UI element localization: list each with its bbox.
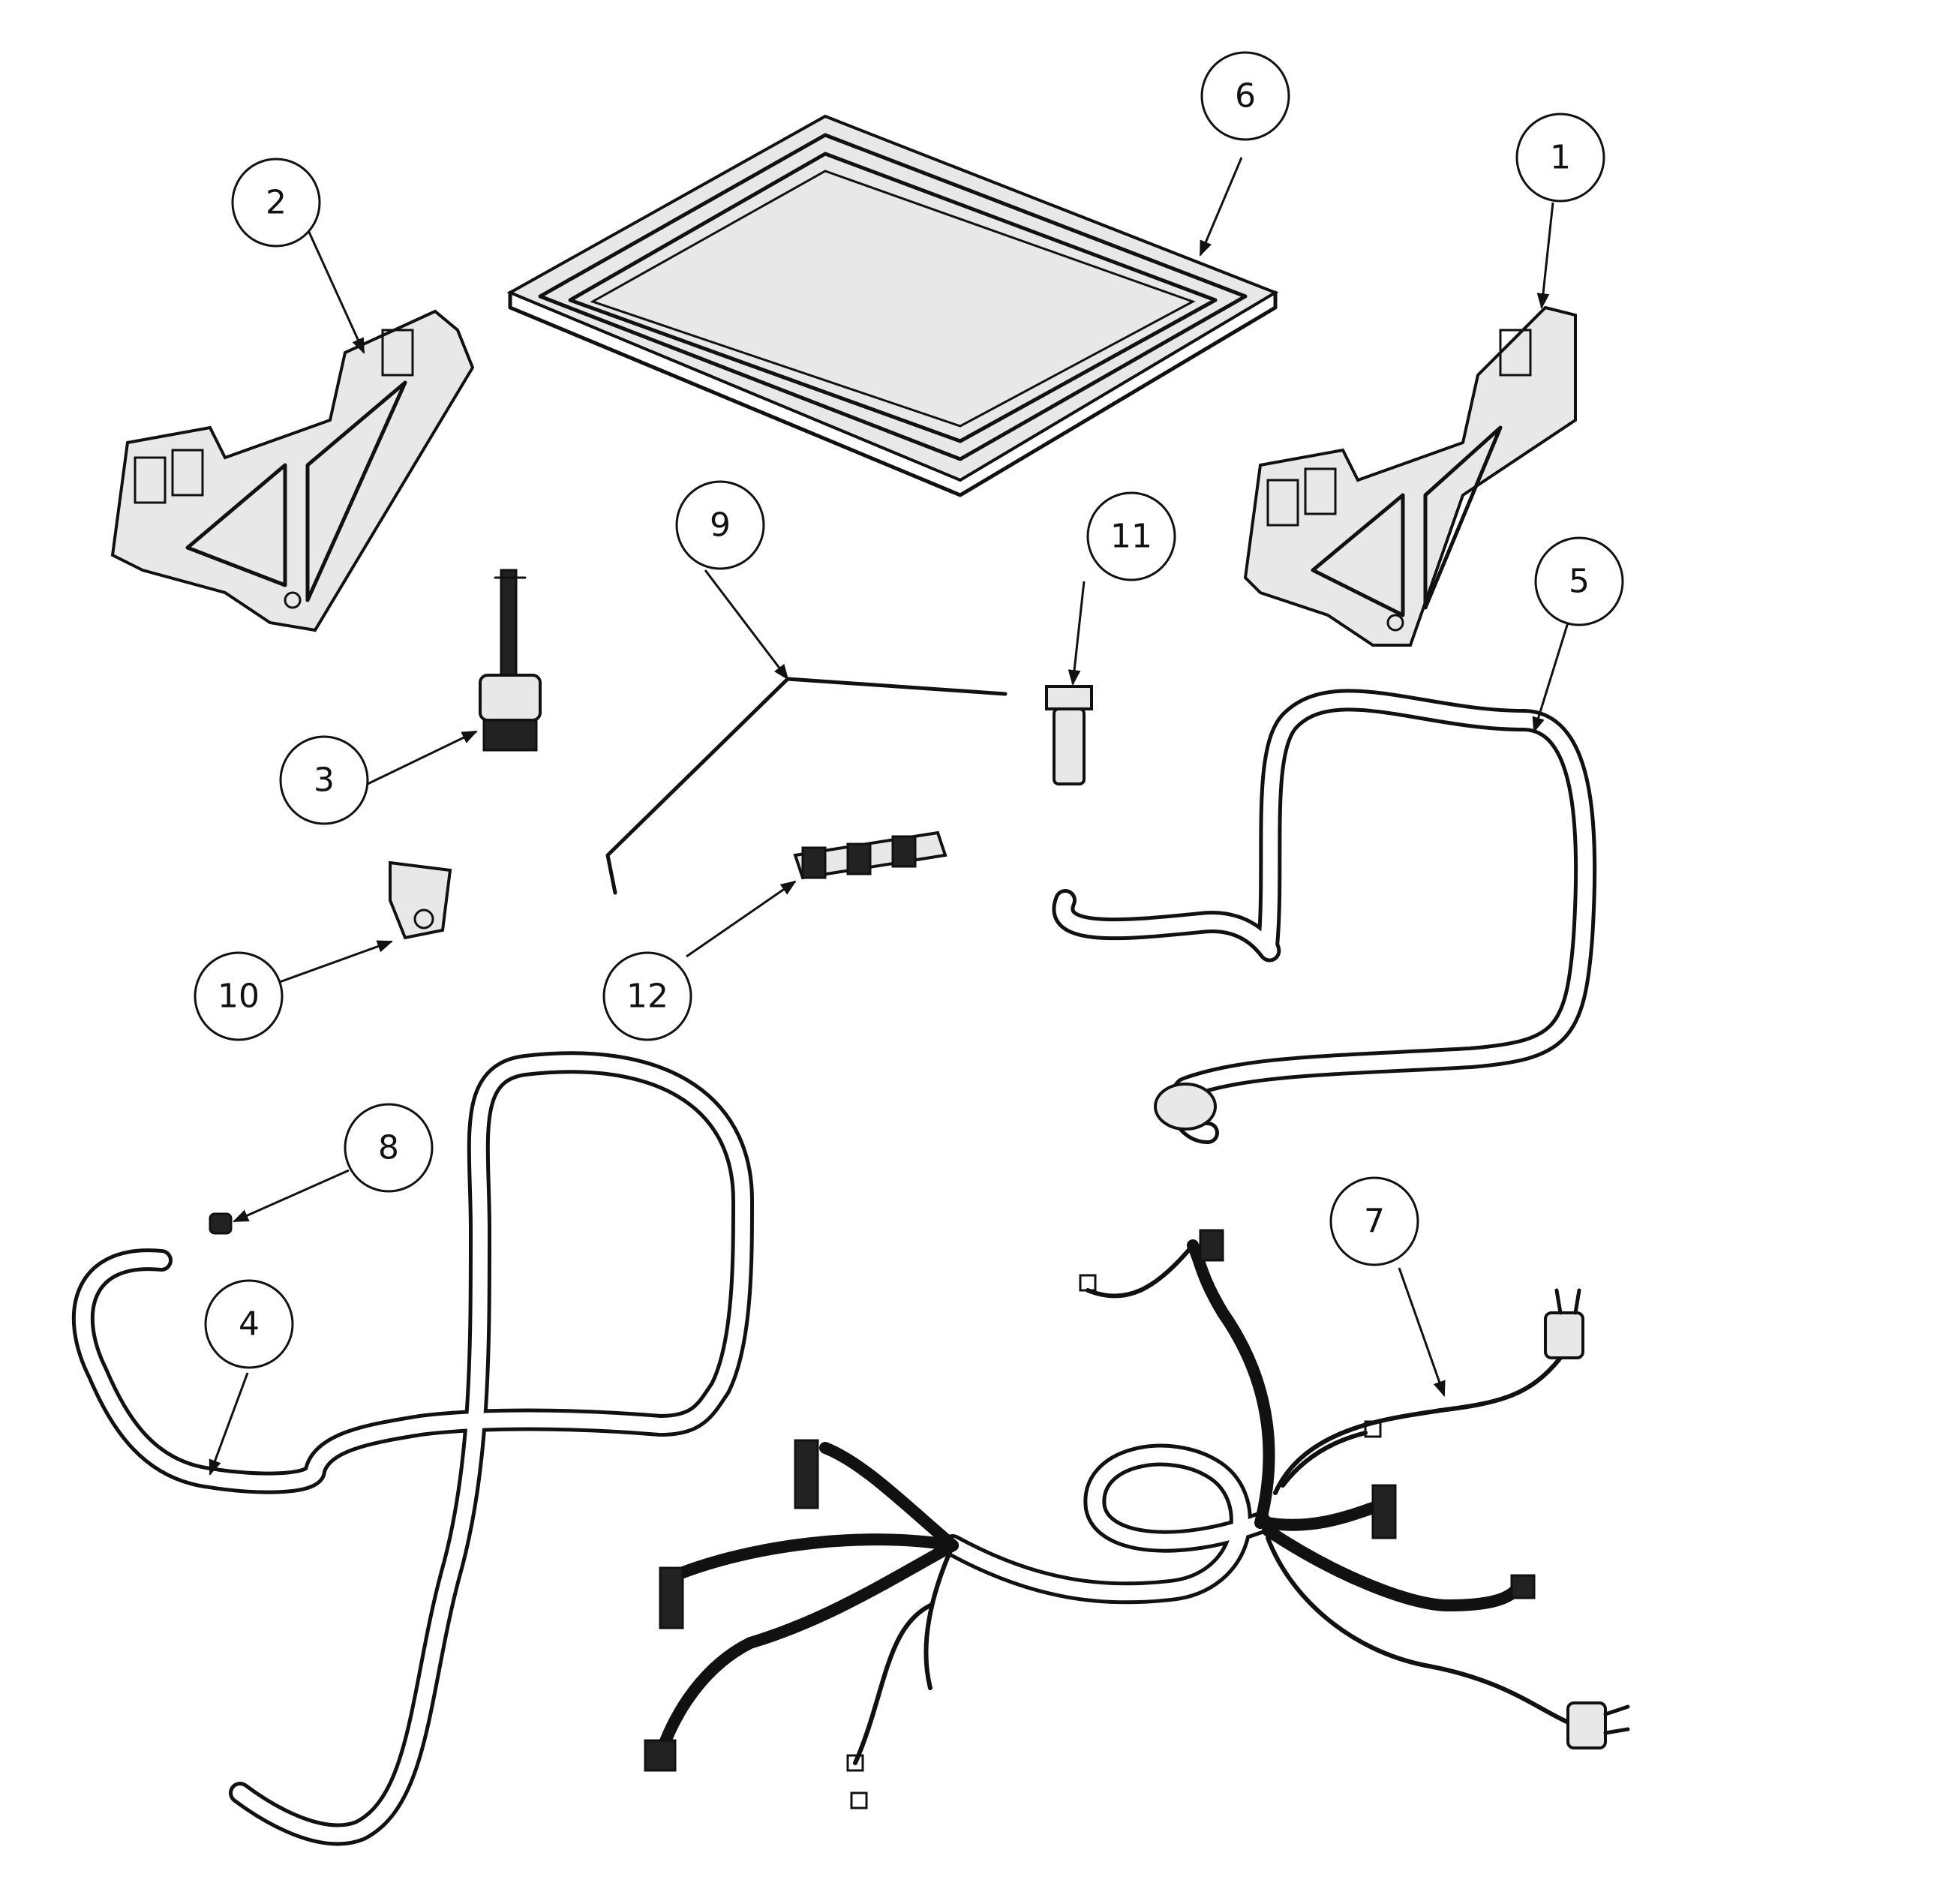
plug-icon xyxy=(1566,1701,1630,1749)
leader-1 xyxy=(1536,202,1554,310)
leader-7 xyxy=(1398,1267,1446,1397)
callout-10: 10 xyxy=(194,951,284,1041)
callout-9: 9 xyxy=(675,480,765,570)
callout-12-label: 12 xyxy=(626,978,668,1016)
leader-3 xyxy=(367,730,478,785)
part-6-top-frame xyxy=(506,114,1279,497)
leader-11 xyxy=(1068,581,1086,686)
callout-3-label: 3 xyxy=(314,761,335,800)
part-11-pin xyxy=(1045,685,1093,785)
part-3-pressure-switch xyxy=(479,569,542,752)
callout-7-label: 7 xyxy=(1364,1203,1385,1241)
callout-7: 7 xyxy=(1329,1176,1419,1266)
leader-4 xyxy=(209,1372,249,1476)
callouts: 1 2 3 4 5 6 7 8 xyxy=(194,51,1624,1369)
callout-2-label: 2 xyxy=(266,184,287,222)
part-9-rod xyxy=(605,677,1008,895)
part-8-nut xyxy=(209,1212,233,1235)
callout-3: 3 xyxy=(279,735,369,825)
part-1-right-bracket xyxy=(1243,305,1577,647)
callout-5: 5 xyxy=(1534,536,1624,626)
part-7-wire-harness xyxy=(644,1229,1630,1809)
leader-10 xyxy=(277,940,393,984)
callout-6-label: 6 xyxy=(1235,77,1256,116)
leader-6 xyxy=(1199,157,1243,257)
callout-8-label: 8 xyxy=(378,1129,399,1167)
leader-5 xyxy=(1532,622,1569,734)
callout-9-label: 9 xyxy=(710,506,731,545)
leader-9 xyxy=(704,569,789,680)
callout-11: 11 xyxy=(1086,491,1176,581)
callout-2: 2 xyxy=(231,158,321,248)
callout-12: 12 xyxy=(602,951,692,1041)
callout-6: 6 xyxy=(1200,51,1290,141)
callout-10-label: 10 xyxy=(218,978,260,1016)
callout-8: 8 xyxy=(344,1103,434,1193)
leader-2 xyxy=(306,228,365,354)
callout-4-label: 4 xyxy=(239,1305,260,1344)
part-12-clip-strip xyxy=(793,830,947,880)
part-5-hose xyxy=(1052,689,1597,1144)
leader-12 xyxy=(686,880,797,958)
part-4-hose xyxy=(71,1051,754,1846)
part-10-clip xyxy=(389,860,452,940)
callout-1: 1 xyxy=(1515,113,1605,203)
callout-5-label: 5 xyxy=(1569,563,1590,601)
callout-4: 4 xyxy=(204,1279,294,1369)
leader-lines xyxy=(209,157,1569,1476)
part-2-left-bracket xyxy=(110,309,475,632)
leader-8 xyxy=(233,1169,350,1223)
callout-1-label: 1 xyxy=(1550,139,1571,177)
callout-11-label: 11 xyxy=(1110,518,1152,556)
plug-icon xyxy=(1544,1288,1584,1359)
